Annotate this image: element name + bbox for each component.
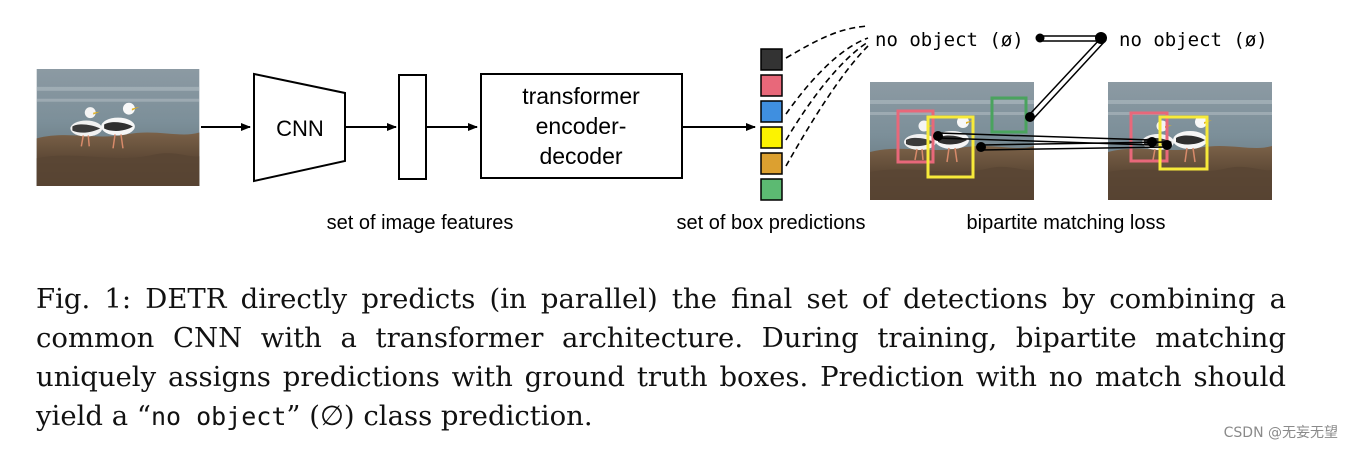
prediction-box-1 [760,48,783,71]
caption-text-part-2: ” (∅) class prediction. [286,400,593,432]
matching-links [937,35,1168,151]
ground-truth-image [1108,82,1272,200]
input-seagull-image [36,69,200,186]
transformer-label-line-2: encoder- [536,113,627,139]
dashed-link-pred-4 [785,41,869,141]
node-green-pred [1025,112,1035,122]
no-object-label-right: no object (ø) [1119,29,1268,51]
node-red-gt [1147,137,1157,147]
dashed-link-pred-5 [785,45,869,167]
pred-red-box [896,109,935,164]
node-no-object-right [1095,32,1107,44]
transformer-label-line-1: transformer [522,83,640,109]
watermark: CSDN @无妄无望 [1223,425,1338,441]
cnn-label: CNN [276,116,324,141]
node-yellow-gt [1162,140,1172,150]
prediction-box-5 [760,152,783,175]
pred-yellow-box [926,115,975,179]
gt-yellow-box [1158,115,1209,171]
node-yellow-pred [976,142,986,152]
image-features-block [398,74,427,180]
image-features-label: set of image features [327,212,514,234]
box-predictions-stack [760,48,783,201]
figure-caption: Fig. 1: DETR directly predicts (in paral… [36,280,1286,436]
dashed-link-pred-1 [785,25,869,59]
node-no-object-left [1035,33,1045,43]
node-red-pred [933,131,943,141]
gt-red-box [1129,111,1169,163]
matching-loss-label: bipartite matching loss [967,212,1166,234]
prediction-box-2 [760,74,783,97]
transformer-block [480,73,683,179]
figure-label: Fig. 1: [36,283,132,315]
transformer-label-line-3: decoder [539,143,622,169]
no-object-label-left: no object (ø) [875,29,1024,51]
prediction-box-3 [760,100,783,123]
caption-text-part-1: DETR directly predicts (in parallel) the… [36,283,1286,432]
prediction-box-6 [760,178,783,201]
dashed-link-pred-3 [785,37,869,115]
cnn-block [253,72,346,183]
caption-code-term: no object [150,402,287,431]
box-predictions-label: set of box predictions [677,212,866,234]
prediction-box-4 [760,126,783,149]
